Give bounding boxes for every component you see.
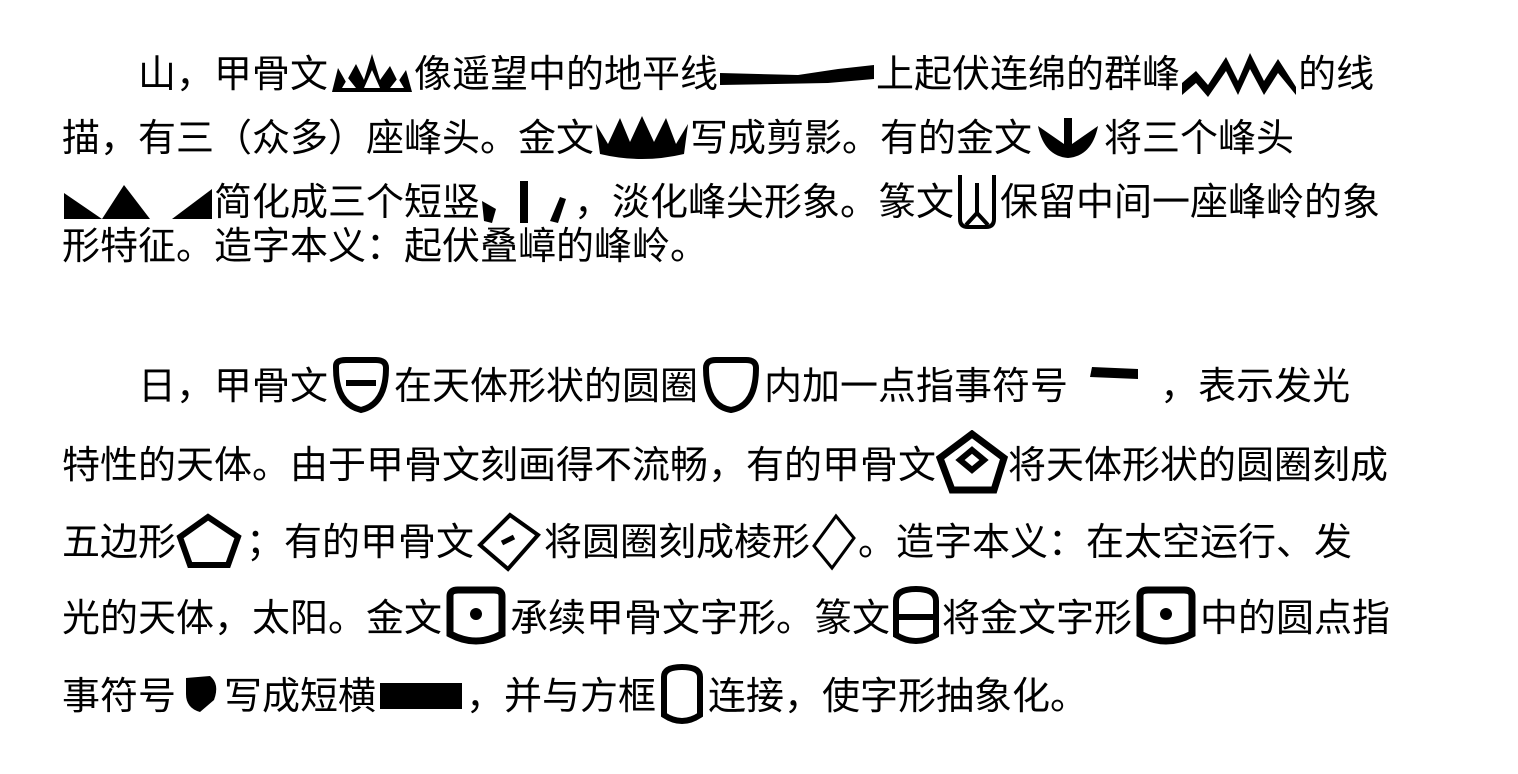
seal-shan-icon [954, 173, 1000, 231]
text-run: 光的天体，太阳。金文 [62, 595, 443, 640]
rhombus-icon [810, 512, 858, 572]
oracle-shan-icon [328, 52, 414, 96]
text-run: 描，有三（众多）座峰头。金文 [62, 115, 595, 160]
oracle-ri-icon [328, 356, 394, 416]
bronze-ri-dot-icon [1132, 586, 1200, 650]
text-run [62, 44, 138, 104]
text-run: 将天体形状的圆圈刻成 [1008, 443, 1389, 487]
mountain-peaks-icon [1180, 51, 1298, 97]
three-peaks-icon [62, 183, 214, 221]
bronze-ri-icon [442, 586, 510, 650]
dot-stroke-icon [1068, 365, 1160, 407]
para1-line1: 山，甲骨文 像遥望中的地平线 上起伏连绵的群峰 的线 [62, 40, 1374, 100]
para1-line2: 描，有三（众多）座峰头。金文 写成剪影。有的金文 将三个峰头 [62, 104, 1294, 164]
text-run: 形特征。造字本义：起伏叠嶂的峰岭。 [62, 223, 709, 268]
para2-line1: 日，甲骨文 在天体形状的圆圈 内加一点指事符号 ，表示发光 [62, 352, 1350, 413]
text-run: 山，甲骨文 [138, 51, 329, 96]
bronze-shan-simplified-icon [1032, 116, 1104, 160]
three-short-strokes-icon [480, 179, 574, 225]
text-run: ，表示发光 [1160, 363, 1351, 408]
pentagon-icon [176, 512, 246, 571]
text-run: 简化成三个短竖 [214, 179, 481, 224]
text-run: 保留中间一座峰岭的象 [1000, 179, 1381, 224]
para2-line3: 五边形 ；有的甲骨文 将圆圈刻成棱形 。造字本义：在太空运行、发 [62, 508, 1352, 572]
text-run: 特性的天体。由于甲骨文刻画得不流畅，有的甲骨文 [62, 443, 937, 487]
para2-line2: 特性的天体。由于甲骨文刻画得不流畅，有的甲骨文 将天体形状的圆圈刻成 [62, 430, 1388, 494]
text-run: 写成剪影。有的金文 [690, 115, 1033, 160]
text-run: 将金文字形 [942, 595, 1133, 640]
dot-icon [176, 674, 224, 718]
text-run: 写成短横 [224, 673, 377, 718]
square-frame-icon [656, 663, 708, 729]
horizon-line-icon [718, 59, 876, 89]
oracle-ri-pentagon-icon [936, 430, 1009, 500]
text-run: 中的圆点指 [1200, 595, 1391, 640]
para1-line4: 形特征。造字本义：起伏叠嶂的峰岭。 [62, 212, 708, 272]
text-run: 连接，使字形抽象化。 [708, 673, 1089, 718]
text-run: 五边形 [62, 519, 177, 564]
text-run: 将三个峰头 [1104, 115, 1295, 160]
text-run: 上起伏连绵的群峰 [876, 51, 1181, 96]
para1-line3: 简化成三个短竖 ，淡化峰尖形象。篆文保留中间一座峰岭的象 [62, 168, 1380, 231]
text-run: ，淡化峰尖形象。篆文 [574, 179, 955, 224]
para2-line4: 光的天体，太阳。金文 承续甲骨文字形。篆文 将金文字形 中的圆点指 [62, 584, 1390, 644]
oracle-ri-rhombus-icon [474, 511, 544, 573]
short-bar-icon [376, 679, 466, 713]
text-run: 日，甲骨文 [138, 363, 329, 408]
text-run: 在天体形状的圆圈 [394, 363, 699, 408]
text-run: 像遥望中的地平线 [414, 51, 719, 96]
text-run: 承续甲骨文字形。篆文 [510, 595, 891, 640]
para2-line5: 事符号 写成短横 ，并与方框 连接，使字形抽象化。 [62, 662, 1088, 724]
seal-ri-icon [890, 585, 942, 651]
text-run [62, 356, 138, 416]
circle-icon [698, 356, 764, 416]
text-run: 将圆圈刻成棱形 [544, 519, 811, 564]
text-run: ，并与方框 [466, 673, 657, 718]
text-run: 。造字本义：在太空运行、发 [858, 519, 1353, 564]
text-run: 的线 [1298, 51, 1375, 96]
bronze-shan-silhouette-icon [594, 114, 690, 162]
text-run: 事符号 [62, 673, 177, 718]
text-run: 内加一点指事符号 [764, 363, 1069, 408]
text-run: ；有的甲骨文 [246, 519, 475, 564]
